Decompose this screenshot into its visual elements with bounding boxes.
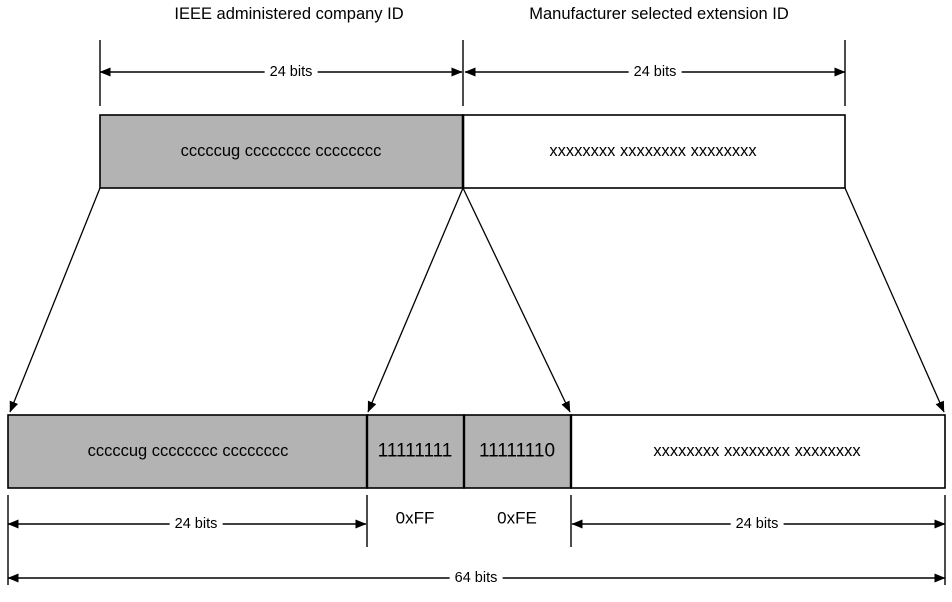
dim-label-hex-ff: 0xFF <box>395 508 435 528</box>
connector-company-right <box>367 187 464 413</box>
dim-label-top-left-24bits: 24 bits <box>264 65 318 80</box>
top-company-cell-rect <box>99 114 464 189</box>
cell-bottom-extension-bits: xxxxxxxx xxxxxxxx xxxxxxxx <box>653 441 861 460</box>
dim-label-top-right-24bits: 24 bits <box>628 65 682 80</box>
connector-extension-left <box>462 187 571 413</box>
dim-label-bottom-left-24bits: 24 bits <box>169 517 223 532</box>
dim-label-total-64bits: 64 bits <box>449 571 503 586</box>
connector-company-left <box>9 187 101 413</box>
dim-label-bottom-right-24bits: 24 bits <box>730 517 784 532</box>
cell-bottom-company-bits: cccccug cccccccc cccccccc <box>87 441 289 460</box>
header-company-id: IEEE administered company ID <box>174 4 404 23</box>
bottom-row-boxes <box>7 414 946 489</box>
header-extension-id: Manufacturer selected extension ID <box>529 4 789 23</box>
bottom-ff-cell-rect <box>366 414 465 489</box>
top-row-boxes <box>99 114 846 189</box>
bottom-witness-lines <box>7 495 946 585</box>
cell-top-extension-bits: xxxxxxxx xxxxxxxx xxxxxxxx <box>549 141 757 160</box>
bottom-fe-cell-rect <box>463 414 572 489</box>
expansion-connector-lines <box>9 187 945 413</box>
bottom-extension-cell-rect <box>570 414 946 489</box>
dim-label-hex-fe: 0xFE <box>497 508 537 528</box>
cell-top-company-bits: cccccug cccccccc cccccccc <box>180 141 382 160</box>
connector-extension-right <box>844 187 945 413</box>
cell-bottom-ff-bits: 11111111 <box>377 440 453 462</box>
top-witness-lines <box>99 40 846 106</box>
cell-bottom-fe-bits: 11111110 <box>478 440 556 462</box>
